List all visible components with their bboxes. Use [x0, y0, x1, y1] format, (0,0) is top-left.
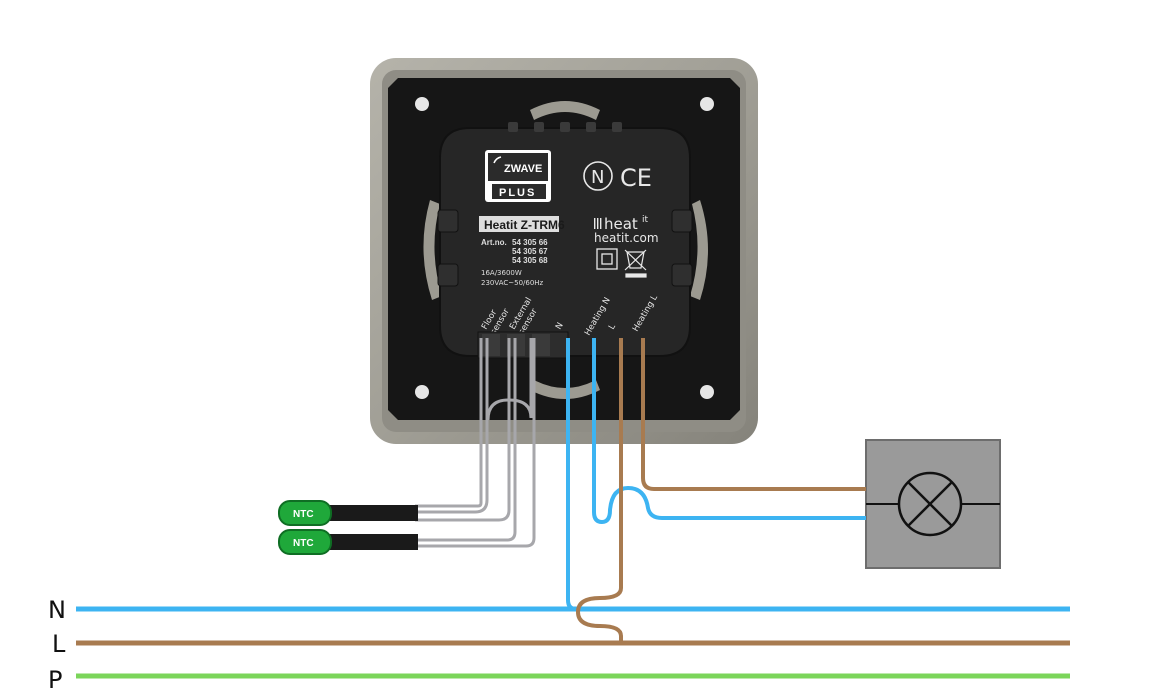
zwave-brand-text: ZWAVE	[504, 163, 542, 175]
cert-n-mark: N	[591, 167, 604, 188]
claw-top	[530, 101, 600, 120]
claw-bottom	[530, 380, 600, 399]
zwave-plus-text: PLUS	[499, 187, 536, 199]
weee-bin-icon	[624, 249, 647, 278]
wire-heating-live	[641, 338, 866, 491]
side-terminals	[437, 209, 693, 287]
wire-neutral-supply	[566, 338, 577, 611]
bus-label-l: L	[52, 630, 66, 658]
terminal-label-l: L	[607, 322, 618, 331]
certification-marks: N CE	[583, 161, 652, 192]
claw-left	[423, 200, 442, 300]
bus-label-n: N	[48, 596, 66, 624]
ntc-sensor-2: NTC	[278, 529, 418, 555]
claw-right	[690, 200, 708, 300]
terminal-label-n: N	[554, 321, 566, 332]
art-number-2: 54 305 67	[512, 247, 548, 256]
heatit-logo	[594, 218, 602, 229]
screw-hole	[700, 385, 714, 399]
ntc-2-label: NTC	[293, 538, 314, 549]
double-insulation-icon	[596, 248, 618, 270]
zwave-plus-logo: ZWAVE PLUS	[485, 150, 551, 202]
body-notches	[508, 122, 622, 132]
art-no-label: Art.no.	[481, 238, 507, 247]
art-number-3: 54 305 68	[512, 256, 548, 265]
brand-name: heat	[604, 215, 638, 233]
wire-heating-neutral	[592, 338, 866, 525]
wire-live-supply	[575, 338, 623, 643]
model-label: Heatit Z-TRM6	[484, 218, 565, 232]
supply-text: 230VAC~50/60Hz	[481, 279, 544, 287]
ce-mark: CE	[620, 164, 652, 192]
ntc-1-label: NTC	[293, 509, 314, 520]
rating-text: 16A/3600W	[481, 269, 522, 277]
sensor-wires	[415, 338, 536, 548]
ntc-sensor-1: NTC	[278, 500, 418, 526]
screw-hole	[415, 97, 429, 111]
heating-element-box	[865, 439, 1001, 569]
brand-superscript: it	[642, 215, 649, 225]
screw-hole	[700, 97, 714, 111]
art-number-1: 54 305 66	[512, 238, 548, 247]
bus-label-p: P	[48, 666, 62, 694]
screw-hole	[415, 385, 429, 399]
website-text: heatit.com	[594, 231, 659, 245]
